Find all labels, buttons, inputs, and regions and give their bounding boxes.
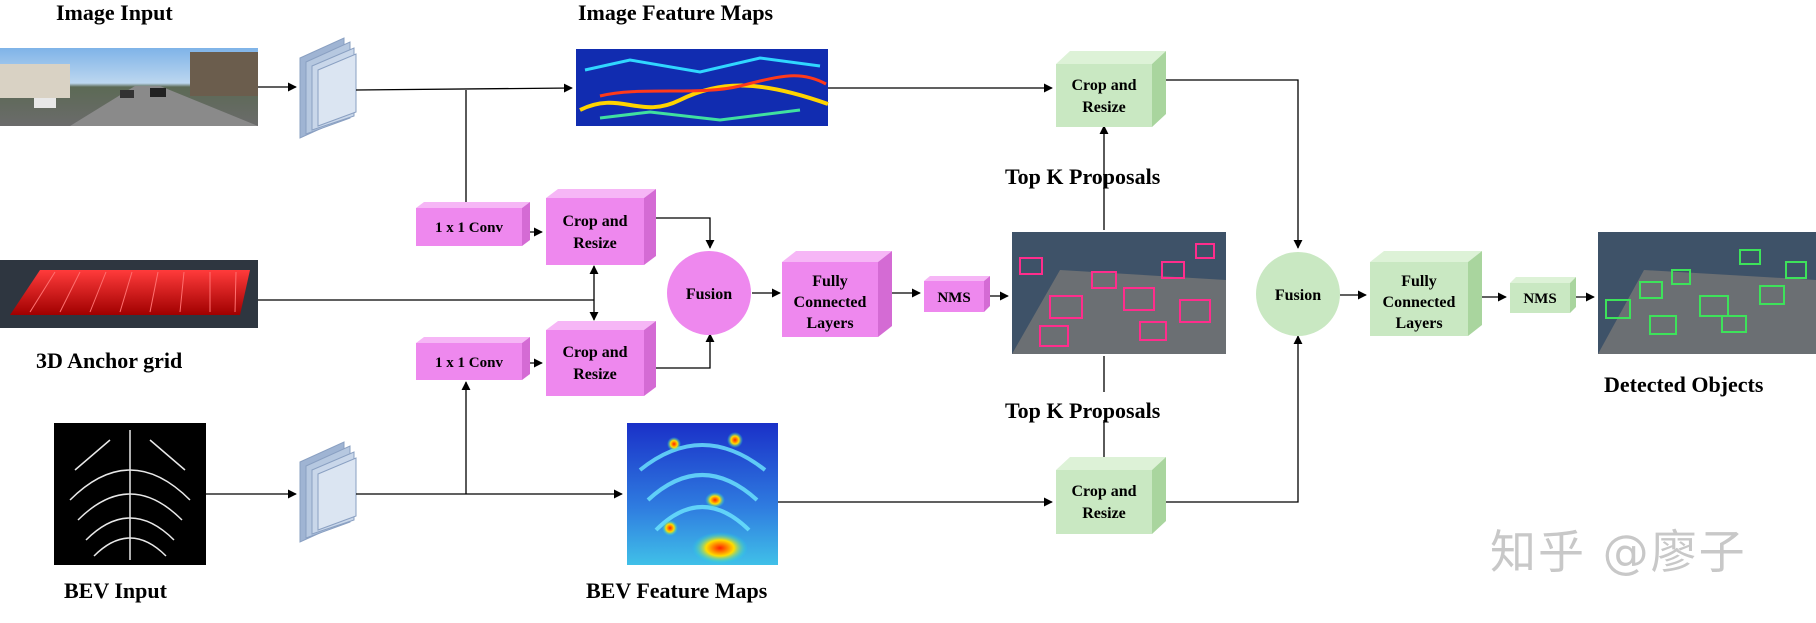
watermark-text: 知乎 @廖子 — [1490, 525, 1747, 579]
fc-1-label-3: Layers — [806, 315, 853, 332]
crop-stage2-top-label-2: Resize — [1082, 99, 1126, 116]
image-input-photo — [0, 48, 258, 126]
bev-feature-map — [627, 423, 778, 565]
fc-2-label-1: Fully — [1401, 273, 1437, 290]
bev-input-image — [54, 423, 206, 565]
image-input-title: Image Input — [56, 0, 173, 25]
bev-input-title: BEV Input — [64, 578, 167, 603]
conv-top-label: 1 x 1 Conv — [435, 220, 503, 236]
detected-objects-title: Detected Objects — [1604, 372, 1764, 397]
fc-2-label-2: Connected — [1383, 294, 1456, 311]
image-feature-maps-title: Image Feature Maps — [578, 0, 774, 25]
nms-2-box: NMS — [1510, 277, 1576, 313]
conv-bottom-label: 1 x 1 Conv — [435, 355, 503, 371]
crop-top-label-2: Resize — [573, 235, 617, 252]
fc-1-label-2: Connected — [794, 294, 867, 311]
crop-stage2-bottom-box: Crop and Resize — [1056, 457, 1166, 534]
crop-stage2-bottom-label-2: Resize — [1082, 505, 1126, 522]
fusion-2-label: Fusion — [1275, 287, 1321, 304]
proposals-scene-image — [1012, 232, 1226, 354]
conv-top-box: 1 x 1 Conv — [416, 202, 530, 246]
nms-2-label: NMS — [1523, 291, 1556, 307]
nms-1-box: NMS — [924, 276, 990, 312]
anchor-grid-title: 3D Anchor grid — [36, 348, 183, 373]
bev-feature-maps-title: BEV Feature Maps — [586, 578, 768, 603]
fc-2-box: Fully Connected Layers — [1370, 251, 1482, 336]
top-k-proposals-upper-label: Top K Proposals — [1005, 164, 1161, 189]
fusion-1-circle: Fusion — [667, 251, 751, 335]
crop-top-box: Crop and Resize — [546, 189, 656, 265]
crop-bottom-label-1: Crop and — [562, 344, 627, 361]
fc-2-label-3: Layers — [1395, 315, 1442, 332]
crop-stage2-top-box: Crop and Resize — [1056, 51, 1166, 127]
fusion-2-circle: Fusion — [1256, 252, 1340, 336]
top-k-proposals-lower-label: Top K Proposals — [1005, 398, 1161, 423]
crop-bottom-label-2: Resize — [573, 366, 617, 383]
anchor-grid-image — [0, 260, 258, 328]
crop-top-label-1: Crop and — [562, 213, 627, 230]
conv-bottom-box: 1 x 1 Conv — [416, 337, 530, 380]
nms-1-label: NMS — [937, 290, 970, 306]
fusion-1-label: Fusion — [686, 286, 732, 303]
fc-1-label-1: Fully — [812, 273, 848, 290]
image-cnn-icon — [299, 37, 357, 139]
detected-objects-scene-image — [1598, 232, 1816, 354]
crop-bottom-box: Crop and Resize — [546, 321, 656, 396]
bev-cnn-icon — [299, 441, 357, 543]
image-feature-map — [576, 49, 829, 126]
crop-stage2-top-label-1: Crop and — [1071, 77, 1136, 94]
fc-1-box: Fully Connected Layers — [782, 251, 892, 337]
crop-stage2-bottom-label-1: Crop and — [1071, 483, 1136, 500]
